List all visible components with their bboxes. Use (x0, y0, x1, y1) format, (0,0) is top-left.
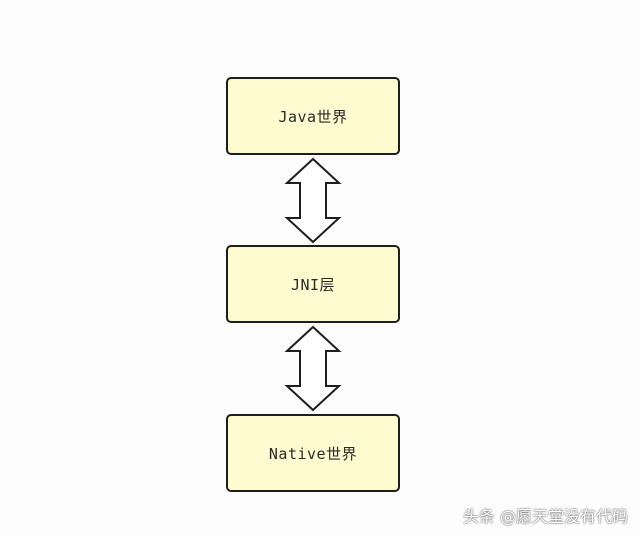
java-world-label: Java世界 (278, 107, 348, 126)
jni-layer-label: JNI层 (290, 275, 336, 294)
native-world-label: Native世界 (268, 444, 358, 463)
watermark: 头条 @愿天堂没有代码 (462, 507, 628, 526)
jni-layer-box: JNI层 (226, 245, 400, 323)
native-world-box: Native世界 (226, 414, 400, 492)
bidirectional-arrow-jni-native (284, 325, 342, 412)
java-world-box: Java世界 (226, 77, 400, 155)
bidirectional-arrow-java-jni (284, 157, 342, 244)
